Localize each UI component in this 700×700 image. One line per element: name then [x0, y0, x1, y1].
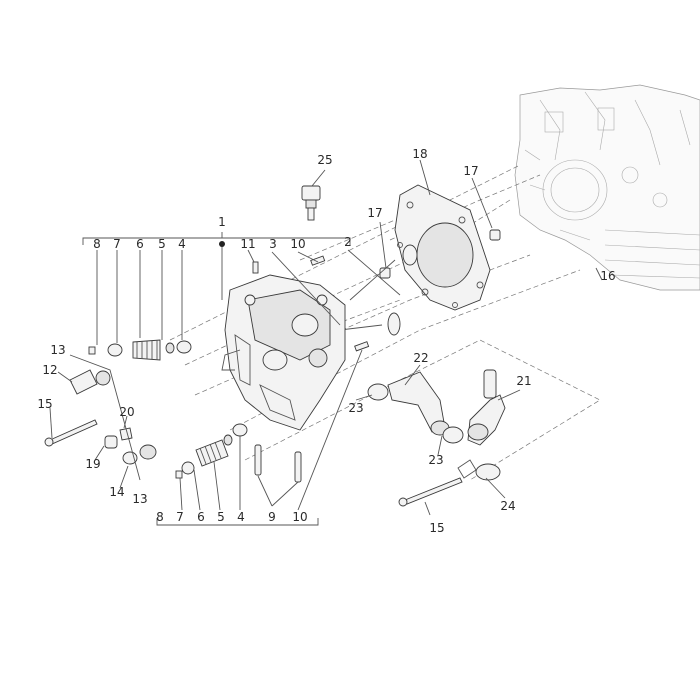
- group-brackets: [82, 232, 351, 526]
- label-part-24: 24: [500, 499, 515, 513]
- label-part-17-b: 17: [463, 164, 478, 178]
- engine-block-illustration: [514, 84, 700, 291]
- label-part-23-a: 23: [348, 401, 363, 415]
- part-labels: 1 8 7 6 5 4 11 3 10 2 25 18 17 17 16 13 …: [37, 147, 615, 535]
- label-part-5-bottom: 5: [217, 510, 225, 524]
- left-small-parts: [44, 369, 157, 465]
- label-part-7-bottom: 7: [176, 510, 184, 524]
- label-part-18: 18: [412, 147, 427, 161]
- valves: [339, 244, 418, 336]
- label-part-6-bottom: 6: [197, 510, 205, 524]
- label-part-16: 16: [600, 269, 615, 283]
- lower-valve-spring-group: [175, 423, 248, 479]
- label-part-25: 25: [317, 153, 332, 167]
- label-part-5-top: 5: [158, 237, 166, 251]
- temperature-sensor: [301, 185, 321, 221]
- label-part-23-b: 23: [428, 453, 443, 467]
- label-part-13-bottom: 13: [132, 492, 147, 506]
- upper-valve-spring-group: [88, 339, 192, 361]
- label-part-4-bottom: 4: [237, 510, 245, 524]
- label-part-14: 14: [109, 485, 124, 499]
- thermostat-housing: [457, 369, 506, 481]
- label-part-20: 20: [119, 405, 134, 419]
- label-part-12: 12: [42, 363, 57, 377]
- label-part-15-left: 15: [37, 397, 52, 411]
- long-bolt: [398, 477, 463, 507]
- label-part-15-bottom: 15: [429, 521, 444, 535]
- label-part-9: 9: [268, 510, 276, 524]
- leader-lines: [49, 159, 603, 516]
- label-part-10-top: 10: [290, 237, 305, 251]
- label-part-4-top: 4: [178, 237, 186, 251]
- cylinder-head: [221, 274, 346, 431]
- coolant-hose: [367, 371, 464, 444]
- head-gasket: [394, 184, 491, 311]
- label-part-17-a: 17: [367, 206, 382, 220]
- dowel-pins: [379, 229, 501, 279]
- label-part-8-top: 8: [93, 237, 101, 251]
- label-part-13-top: 13: [50, 343, 65, 357]
- reference-dot: [219, 241, 225, 247]
- label-part-2: 2: [344, 235, 352, 249]
- label-part-7-top: 7: [113, 237, 121, 251]
- label-part-3: 3: [269, 237, 277, 251]
- label-part-21: 21: [516, 374, 531, 388]
- label-part-10-bottom: 10: [292, 510, 307, 524]
- label-part-8-bottom: 8: [156, 510, 164, 524]
- label-part-19: 19: [85, 457, 100, 471]
- label-part-11: 11: [240, 237, 255, 251]
- pins: [252, 255, 370, 483]
- label-part-6-top: 6: [136, 237, 144, 251]
- label-part-1: 1: [218, 215, 226, 229]
- label-part-22: 22: [413, 351, 428, 365]
